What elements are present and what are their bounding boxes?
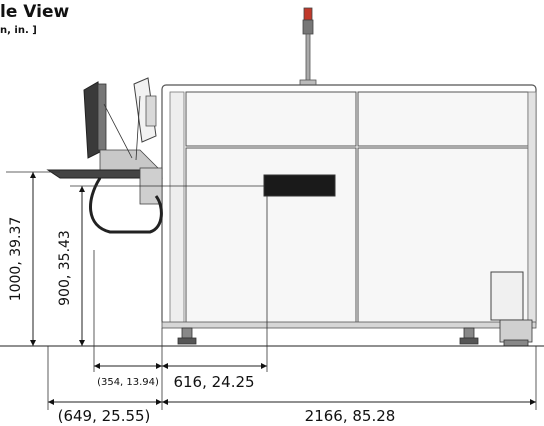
dim-height-overall: 1000, 39.37: [6, 171, 60, 346]
monitor-assembly: [83, 77, 161, 177]
control-box: [490, 271, 524, 321]
machine-body: [161, 84, 537, 329]
signal-tower: [299, 7, 317, 87]
dim-label-conveyor-to-center: 616, 24.25: [173, 373, 254, 391]
dim-label-offset-small: (354, 13.94): [97, 377, 159, 388]
leveling-feet: [177, 319, 533, 347]
dim-height-conveyor: 900, 35.43: [57, 185, 150, 346]
dim-label-height-overall: 1000, 39.37: [8, 217, 24, 302]
front-table: [46, 167, 163, 234]
conveyor-opening: [263, 174, 336, 197]
dim-label-left-extension: (649, 25.55): [58, 407, 151, 425]
dim-row-upper: (354, 13.94) 616, 24.25: [94, 363, 267, 391]
units-label: n, in. ]: [0, 25, 37, 36]
dim-row-lower: (649, 25.55) 2166, 85.28: [48, 399, 536, 425]
dim-label-machine-length: 2166, 85.28: [305, 407, 396, 425]
page-title: le View: [0, 2, 70, 22]
dim-label-height-conveyor: 900, 35.43: [57, 230, 73, 306]
